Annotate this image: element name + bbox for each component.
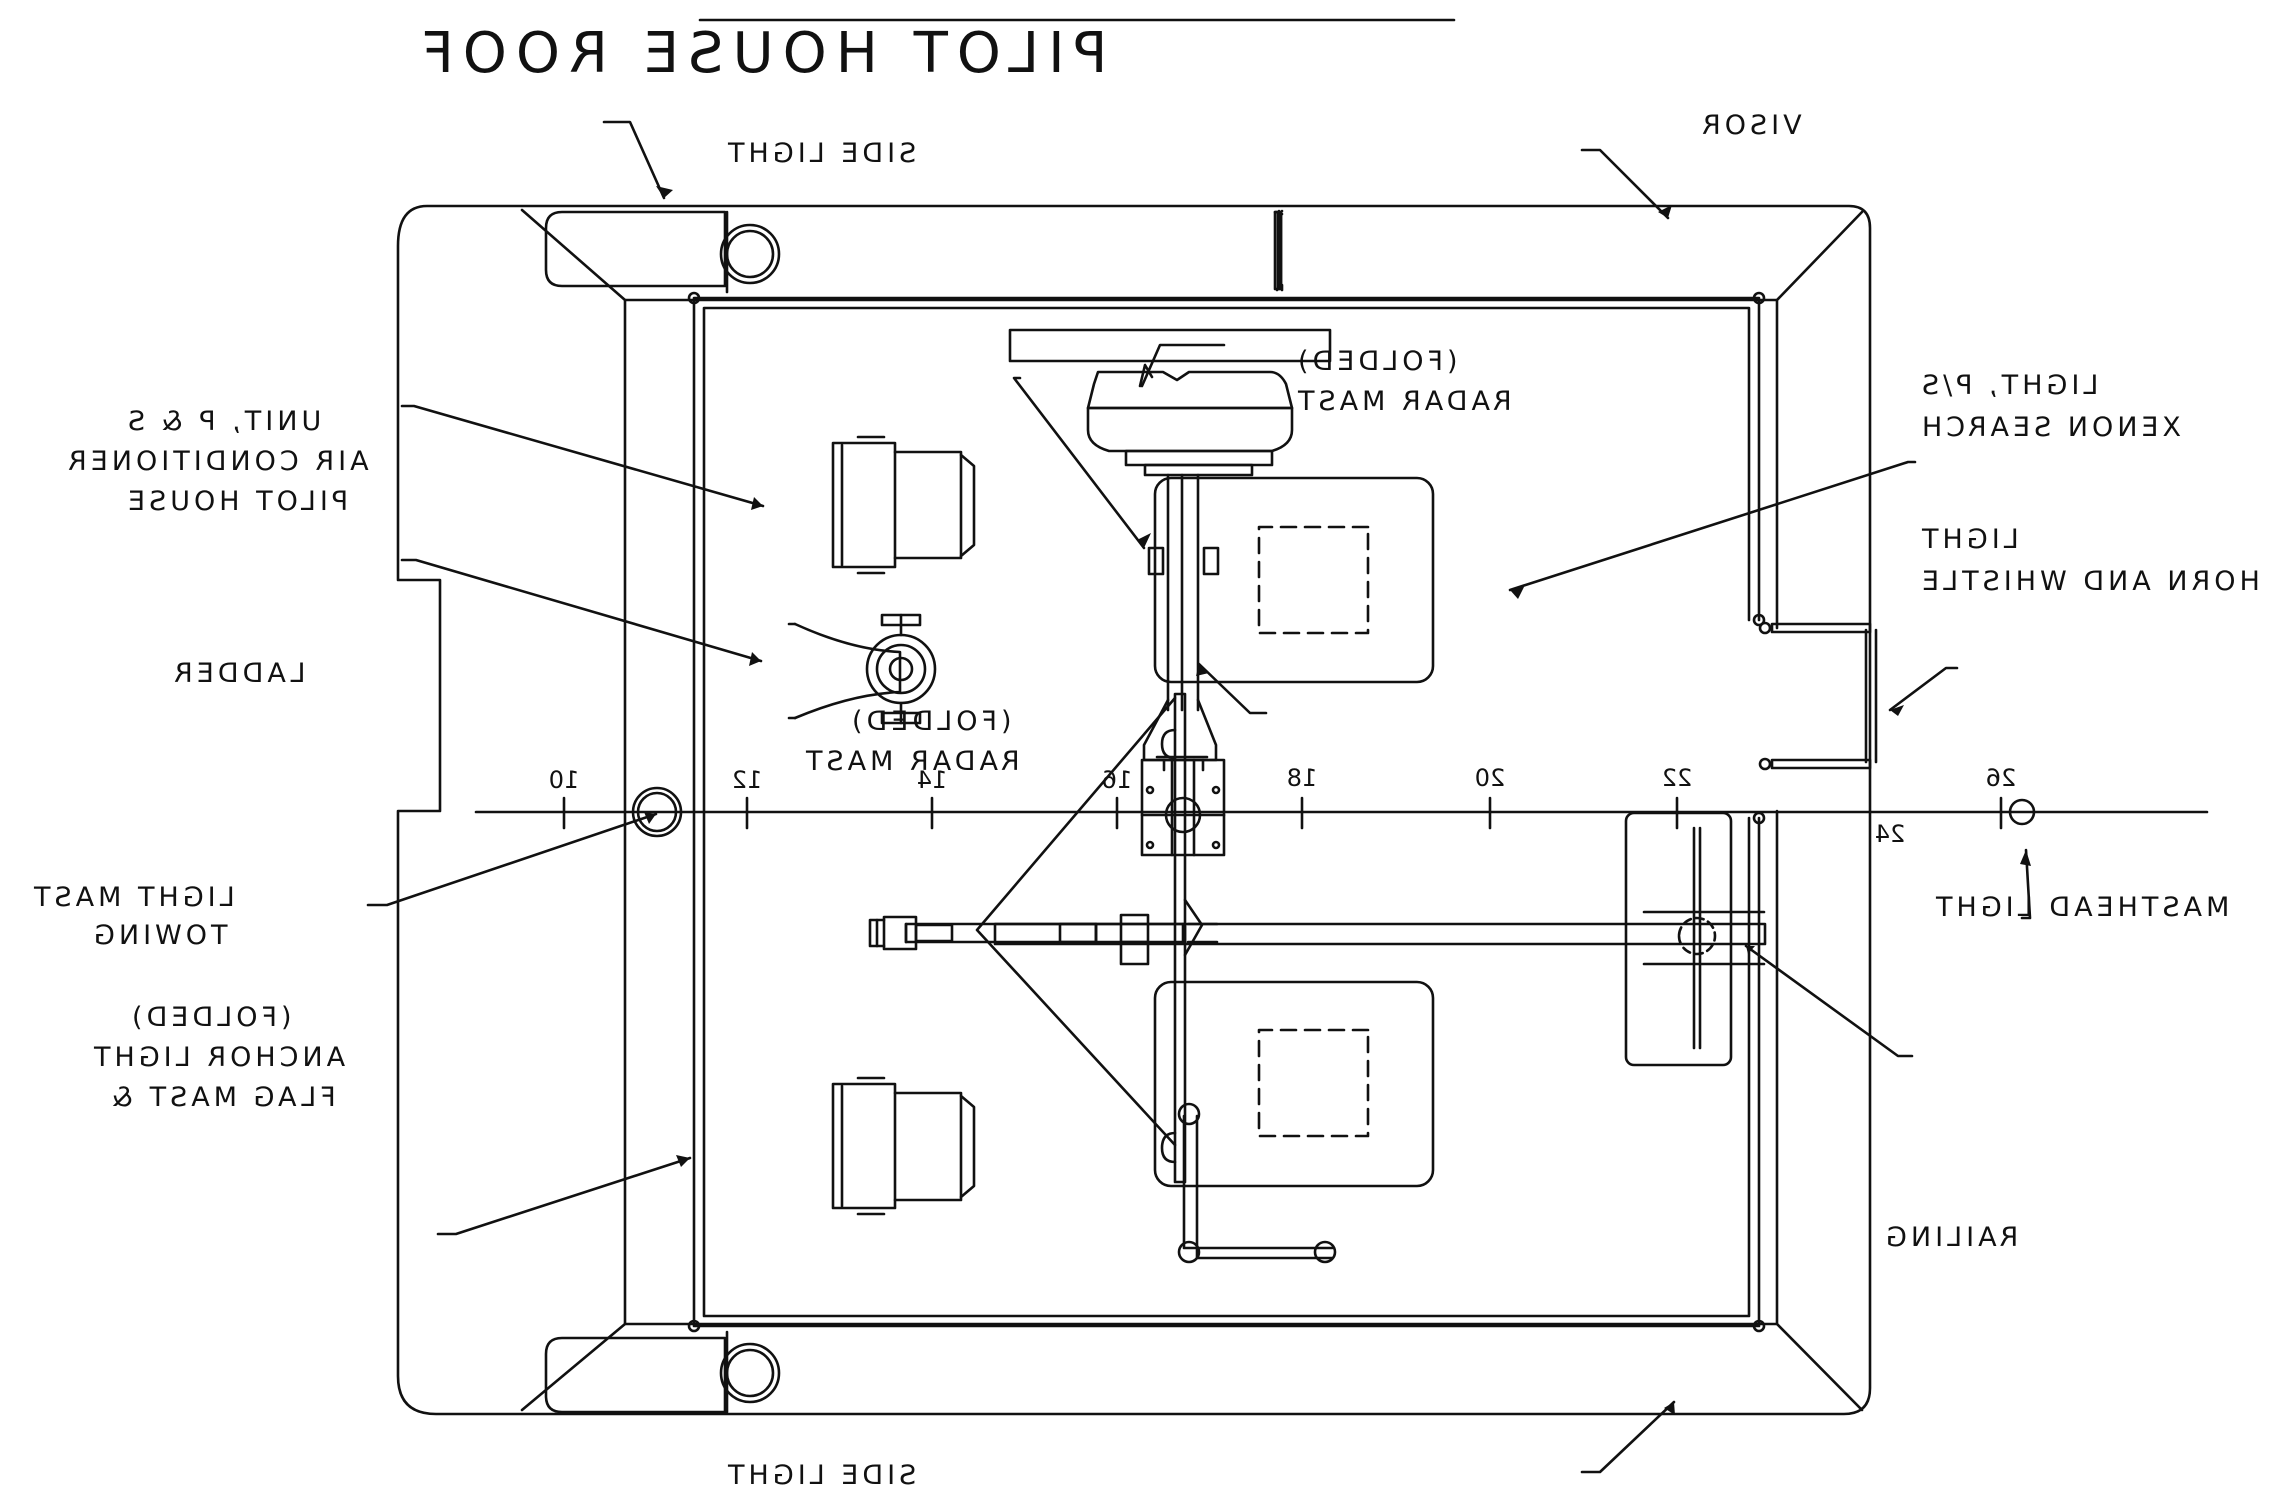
label-side-light-bottom: SIDE LIGHT [724,1460,916,1491]
label-xenon-2: LIGHT, P/S [1918,370,2098,401]
label-horn-2: LIGHT [1918,524,2019,555]
label-flag-1: FLAG MAST & [108,1082,336,1113]
label-radar-top-2: (FOLDED) [1294,346,1458,377]
side-light-bottom-housing [544,1336,727,1414]
xenon-searchlight-top [831,435,976,575]
label-masthead: MASTHEAD LIGHT [1932,892,2229,923]
label-radar-mid-1: RADAR MAST [802,746,1020,777]
antenna-bar [1008,328,1332,363]
frame-tick-label: 22 [1662,764,1693,792]
frame-tick-label: 20 [1475,764,1506,792]
drawing-title: PILOT HOUSE ROOF [413,21,1108,86]
frame-tick-label: 10 [549,766,580,794]
label-towing-2: LIGHT MAST [30,882,235,913]
label-radar-mid-2: (FOLDED) [848,706,1012,737]
horn-and-whistle [787,613,937,725]
frame-tick-label: 26 [1986,764,2017,792]
label-radar-top-1: RADAR MAST [1294,386,1512,417]
side-light-bottom-lamp [719,1342,781,1404]
label-xenon-1: XENON SEARCH [1918,412,2181,443]
frame-tick-label: 18 [1287,764,1318,792]
leader-arrowheads [644,186,2031,1415]
frame-tick-label: 16 [1102,766,1133,794]
label-flag-3: (FOLDED) [128,1002,292,1033]
frame-tick-label: 24 [1875,820,1906,848]
radar-mast-top [1140,473,1226,857]
masthead-light [631,786,683,838]
grab-rail [1177,1102,1337,1264]
frame-tick-label: 12 [732,766,763,794]
flag-mast-long-arm [993,922,1767,946]
label-railing: RAILING [1882,1222,2018,1253]
visor-outline [396,204,1872,1416]
leader-lines [366,120,2032,1474]
label-ac-1: PILOT HOUSE [124,486,348,517]
air-conditioner-unit-top [1153,476,1435,684]
side-light-top-lamp [719,223,781,285]
label-ladder: LADDER [170,658,306,689]
air-conditioner-unit-bottom [1153,980,1435,1188]
radar-dome [1086,370,1294,477]
label-towing-1: TOWING [90,920,229,951]
side-light-top-housing-main [544,210,727,288]
label-flag-2: ANCHOR LIGHT [90,1042,345,1073]
label-ac-2: AIR CONDITIONER [64,446,369,477]
railing [692,296,1761,1328]
label-ac-3: UNIT, P & S [124,406,321,437]
visor-corner-line [1775,210,1864,302]
label-side-light-top: SIDE LIGHT [724,138,916,169]
label-horn-1: HORN AND WHISTLE [1918,566,2260,597]
frame-ticks [562,796,2003,830]
frame-tick-label: 14 [917,766,948,794]
ladder [1758,621,1878,771]
label-visor: VISOR [1698,110,1802,141]
xenon-searchlight-bottom [831,1076,976,1216]
towing-light-mast [2008,798,2036,826]
